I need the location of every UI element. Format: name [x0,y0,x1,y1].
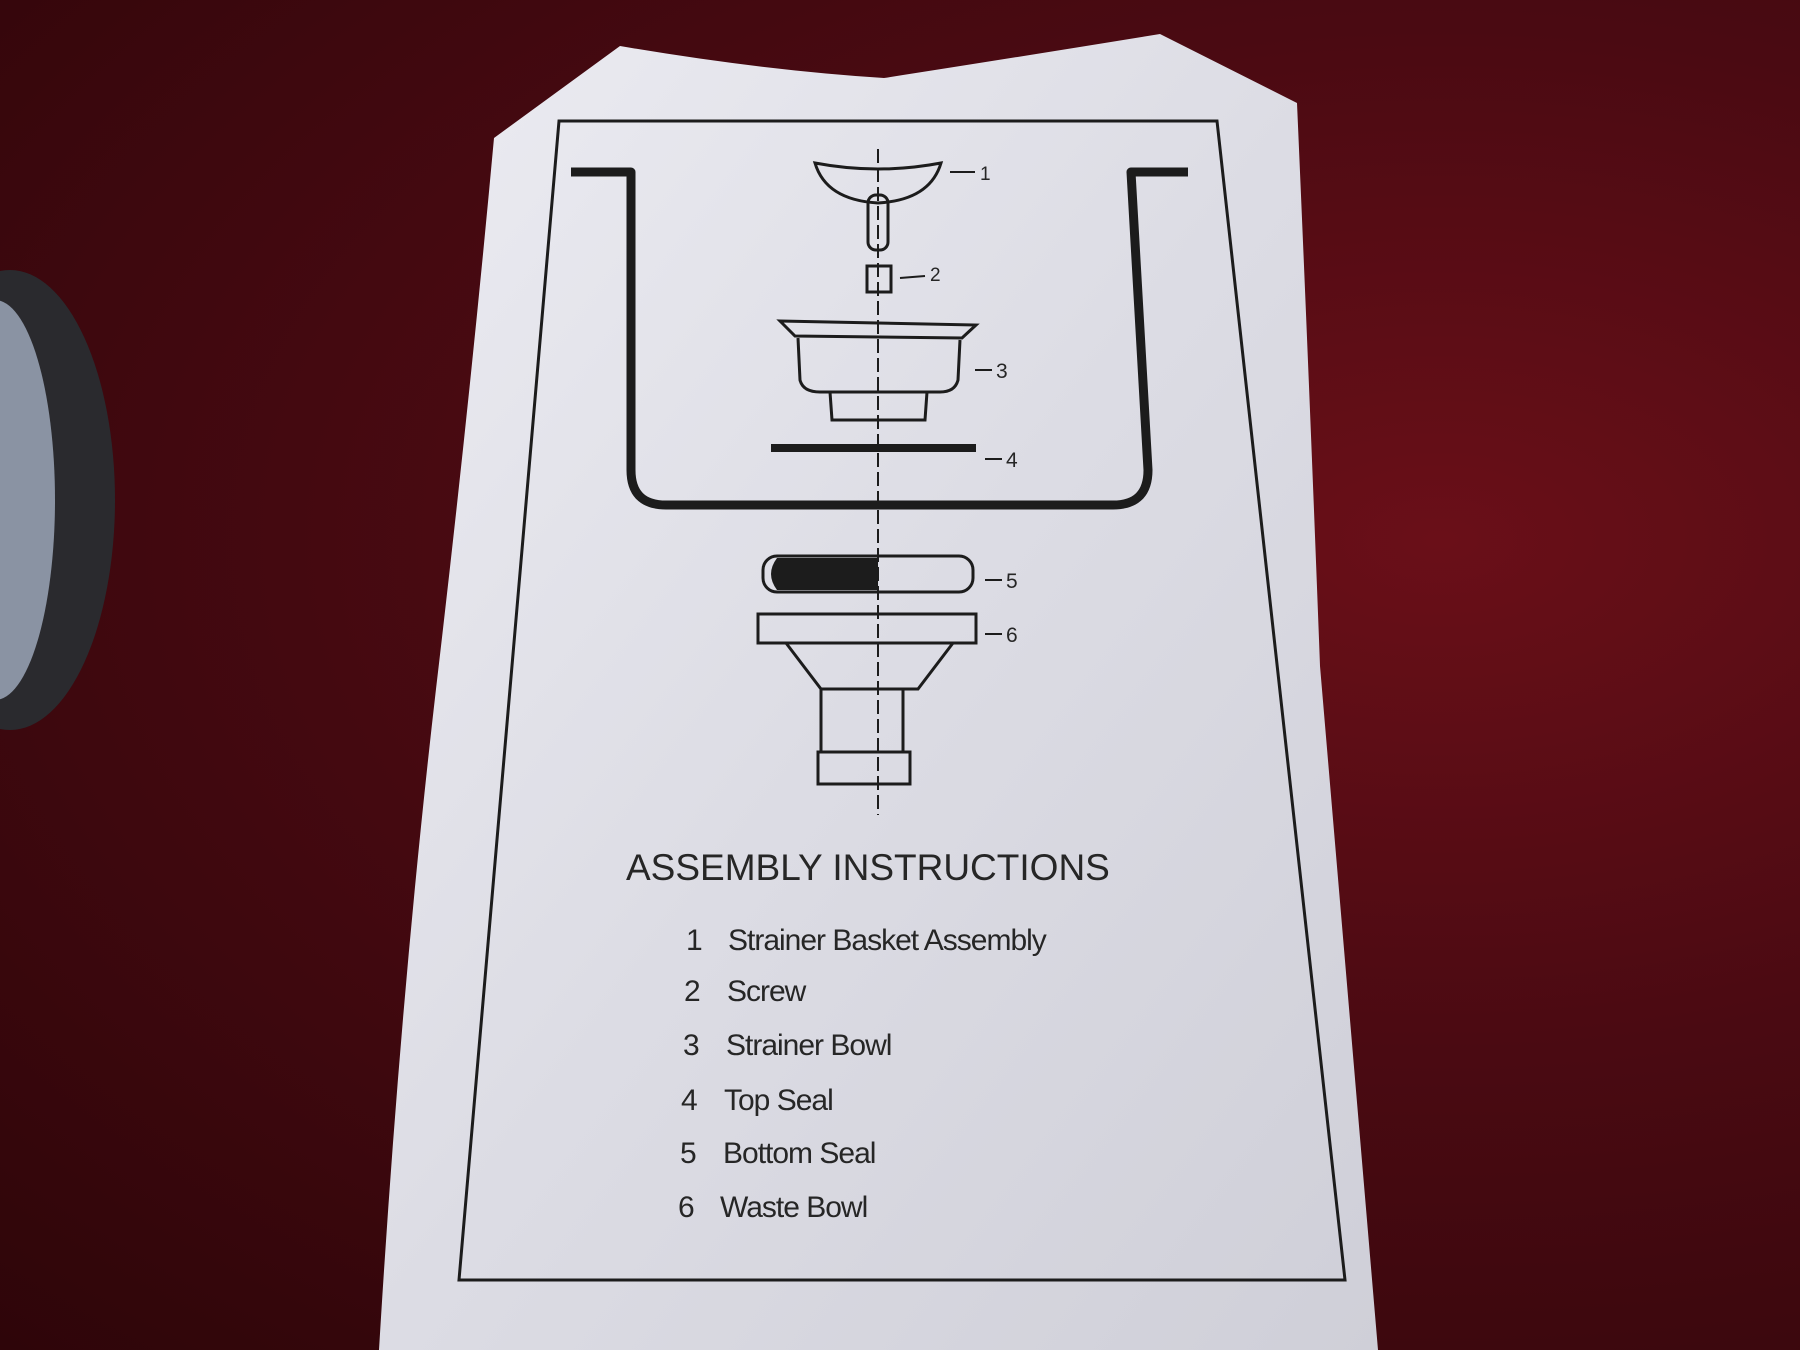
waste-bowl-drawing [756,612,1002,786]
callout-1: 1 [980,164,991,185]
drain-part-object [0,270,115,730]
screw-drawing [865,264,926,294]
part-name: Waste Bowl [720,1191,867,1224]
part-number: 6 [678,1191,694,1224]
callout-4: 4 [1006,449,1018,472]
bottom-seal-drawing [761,554,1002,594]
strainer-bowl-drawing [776,319,992,422]
part-number: 3 [683,1029,699,1062]
part-number: 4 [681,1084,697,1117]
part-name: Strainer Bowl [726,1029,891,1062]
callout-5: 5 [1006,570,1018,593]
part-number: 2 [684,975,700,1008]
top-seal-drawing [771,444,1002,460]
part-number: 1 [686,924,702,957]
callout-3: 3 [996,360,1008,383]
callout-2: 2 [930,265,941,286]
strainer-basket-drawing [812,161,975,252]
parts-list: 1 Strainer Basket Assembly 2 Screw 3 Str… [678,924,1048,1224]
part-name: Strainer Basket Assembly [728,924,1047,957]
sink-outline [571,167,1188,510]
part-name: Screw [727,975,807,1008]
part-name: Bottom Seal [723,1137,875,1170]
sheet-border [457,119,1347,1282]
callout-6: 6 [1006,624,1018,647]
part-number: 5 [680,1137,696,1170]
part-name: Top Seal [724,1084,833,1117]
page-title: ASSEMBLY INSTRUCTIONS [626,847,1110,888]
